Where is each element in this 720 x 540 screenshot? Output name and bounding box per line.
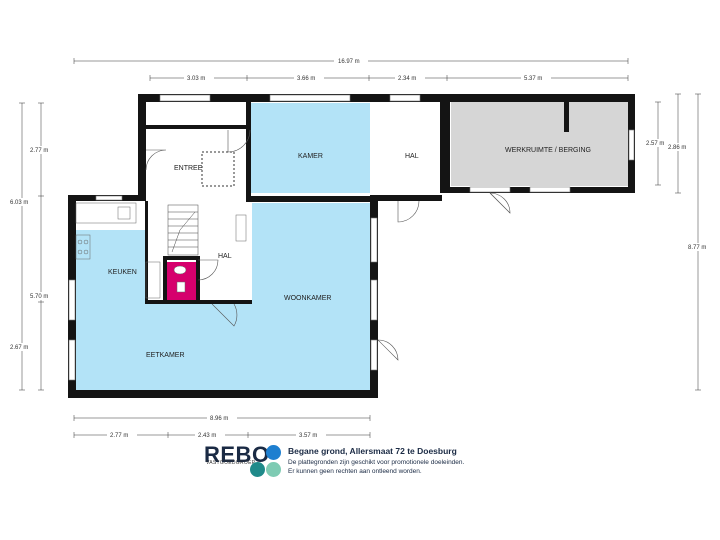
caption-line-1: De plattegronden zijn geschikt voor prom…	[288, 459, 465, 466]
dim-left-c: 2.67 m	[10, 345, 28, 351]
logo-dot-teal	[250, 462, 265, 477]
label-hal-top: HAL	[405, 153, 419, 160]
dim-top-2: 3.66 m	[297, 76, 315, 82]
label-keuken: KEUKEN	[108, 269, 137, 276]
label-entree: ENTREE	[174, 165, 203, 172]
stairs	[167, 204, 199, 256]
caption-line-2: Er kunnen geen rechten aan ontleend word…	[288, 468, 422, 475]
dim-total-top: 16.97 m	[338, 59, 360, 65]
kitchen-fixtures	[75, 202, 247, 299]
logo-dot-blue	[266, 445, 281, 460]
dim-right-a: 2.57 m	[646, 141, 664, 147]
room-fill-eetkamer	[75, 302, 375, 390]
dim-bottom-1: 2.77 m	[110, 433, 128, 439]
dim-bottom-2: 2.43 m	[198, 433, 216, 439]
room-fill-werkruimte	[451, 102, 632, 186]
doors	[145, 129, 511, 361]
logo-dot-green	[266, 462, 281, 477]
dim-right-b: 2.86 m	[668, 145, 686, 151]
dimension-labels: 16.97 m 3.03 m 3.66 m 2.34 m 5.37 m 6.03…	[8, 56, 714, 439]
brand-subtitle: VASTGOEDGROEP	[206, 460, 256, 466]
caption-title: Begane grond, Allersmaat 72 te Doesburg	[288, 446, 457, 456]
dim-bottom-3: 3.57 m	[299, 433, 317, 439]
label-hal-mid: HAL	[218, 253, 232, 260]
windows	[68, 94, 635, 381]
dim-left-a: 2.77 m	[30, 148, 48, 154]
dim-top-1: 3.03 m	[187, 76, 205, 82]
room-fill-woonkamer	[252, 203, 372, 303]
label-kamer: KAMER	[298, 153, 323, 160]
dim-left-outer: 6.03 m	[10, 200, 28, 206]
dim-right-total: 8.77 m	[688, 245, 706, 251]
label-woonkamer: WOONKAMER	[284, 295, 331, 302]
dim-top-3: 2.34 m	[398, 76, 416, 82]
label-eetkamer: EETKAMER	[146, 352, 185, 359]
dim-top-4: 5.37 m	[524, 76, 542, 82]
label-werkruimte: WERKRUIMTE / BERGING	[505, 147, 591, 154]
footer: REBO VASTGOEDGROEP Begane grond, Allersm…	[204, 442, 504, 482]
entree-mat	[201, 151, 235, 187]
dim-left-b: 5.70 m	[30, 294, 48, 300]
room-fill-kamer	[250, 103, 370, 193]
dim-bottom-total: 8.96 m	[210, 416, 228, 422]
